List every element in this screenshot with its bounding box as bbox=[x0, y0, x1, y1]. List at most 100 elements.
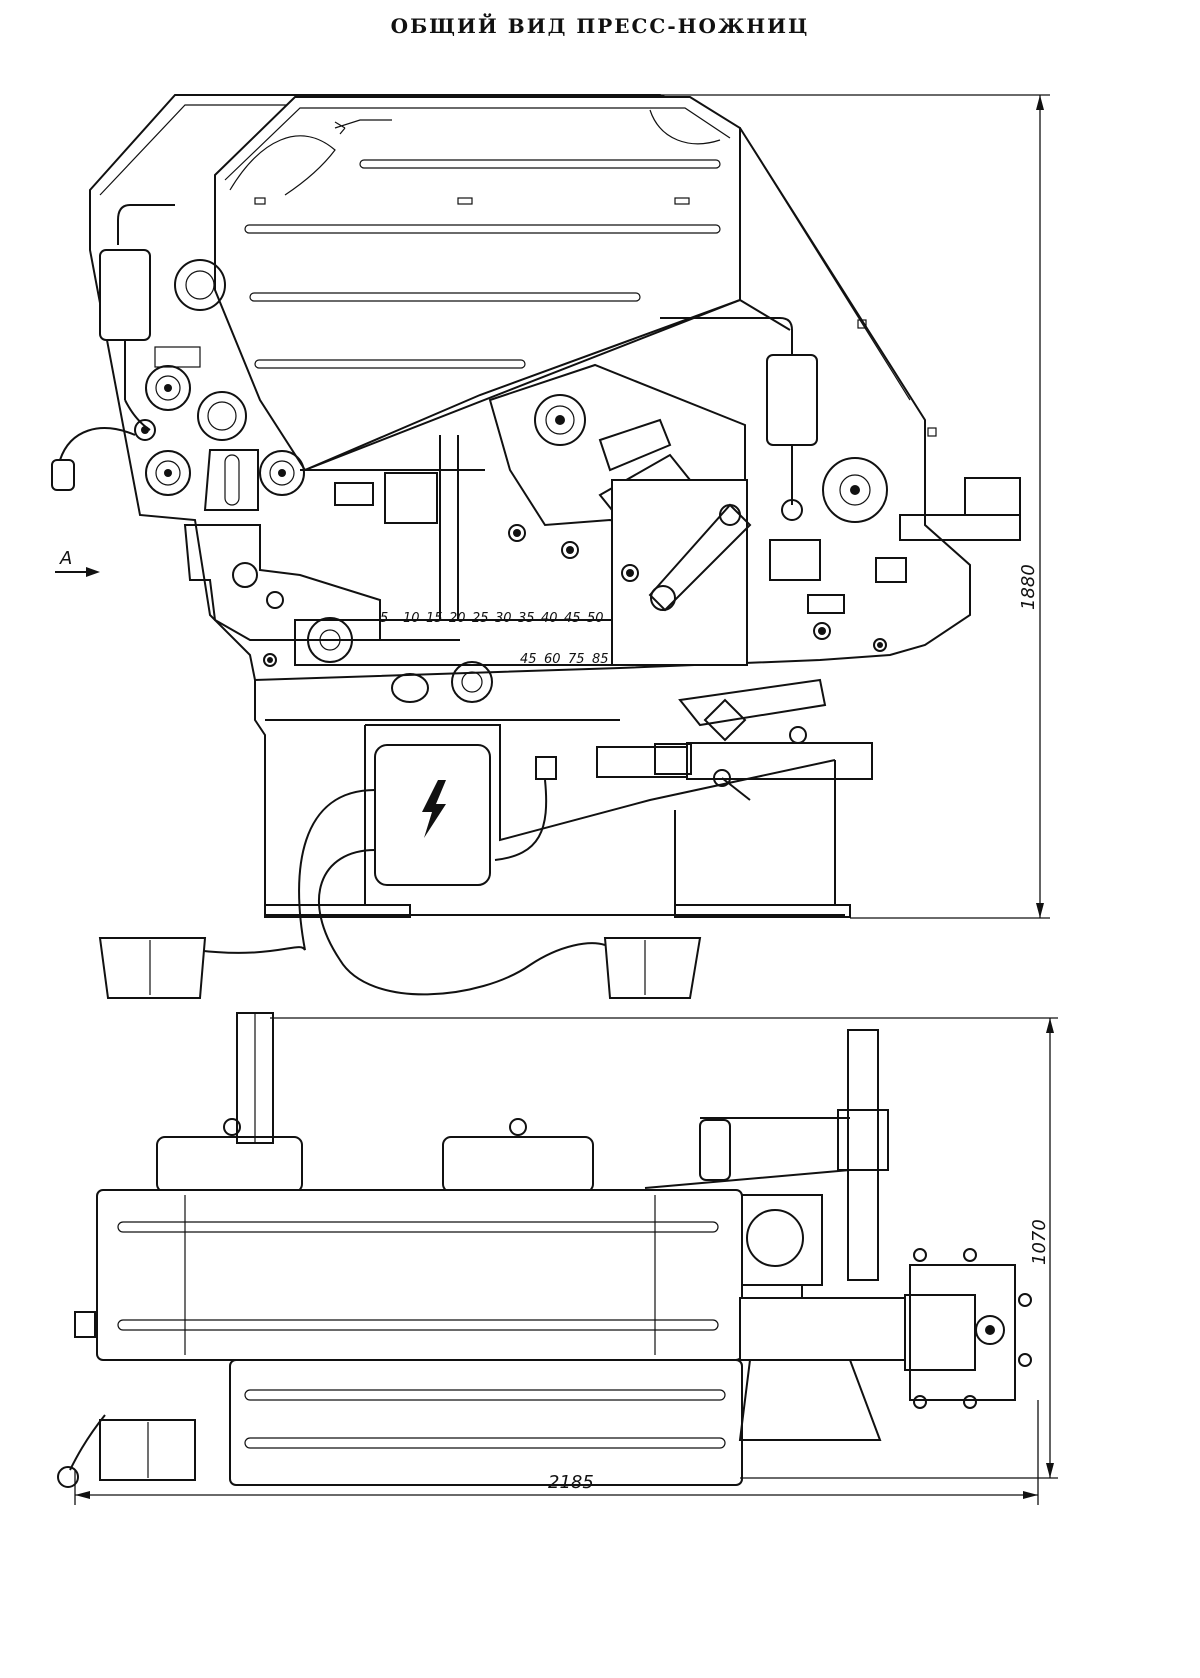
nameplate bbox=[769, 539, 821, 581]
base-foot bbox=[264, 904, 411, 918]
stop-bar bbox=[899, 514, 1021, 541]
lifting-eye bbox=[223, 1118, 241, 1136]
stop-column bbox=[847, 1029, 879, 1281]
lever-bolt bbox=[789, 726, 807, 744]
dimension-depth: 1070 bbox=[270, 1017, 1058, 1479]
control-box bbox=[535, 756, 557, 780]
cover-stripes bbox=[244, 159, 721, 369]
scale-label: 50 bbox=[587, 611, 604, 626]
clamp-head-top bbox=[904, 1294, 976, 1371]
oil-valve bbox=[781, 499, 803, 521]
clamp-handle bbox=[596, 746, 688, 778]
scale-label: 35 bbox=[518, 611, 535, 626]
arrow-right-icon-head bbox=[86, 567, 100, 577]
cover-stripe bbox=[244, 1437, 726, 1449]
foot-pedal-right bbox=[603, 937, 702, 999]
oil-pipe bbox=[124, 399, 151, 431]
rotation-arrow bbox=[334, 119, 392, 135]
dimension-height-label: 1880 bbox=[1018, 564, 1039, 610]
clamp-screw bbox=[713, 769, 731, 787]
clamp-bracket bbox=[183, 524, 381, 641]
housing-top bbox=[96, 1189, 743, 1361]
shear-link bbox=[648, 503, 752, 612]
cover-edge bbox=[224, 107, 731, 181]
cover-recess bbox=[229, 135, 336, 196]
punch-wheel-center bbox=[555, 415, 565, 425]
oil-reservoir bbox=[99, 249, 151, 341]
nameplate bbox=[875, 557, 907, 583]
gear-housing bbox=[741, 1194, 823, 1286]
scale-label: 30 bbox=[495, 611, 512, 626]
drawing-title: ОБЩИЙ ВИД ПРЕСС-НОЖНИЦ bbox=[390, 14, 810, 38]
scale-label: 40 bbox=[541, 611, 558, 626]
base-outline bbox=[254, 680, 845, 916]
scale-label: 75 bbox=[568, 652, 585, 667]
bolt-mark bbox=[927, 427, 937, 437]
nameplate bbox=[807, 594, 845, 614]
dimension-height: 1880 bbox=[660, 94, 1050, 919]
lever-bracket bbox=[678, 678, 827, 727]
lever-joint bbox=[703, 698, 747, 742]
base-gear bbox=[451, 661, 493, 703]
clamp-screw bbox=[975, 1315, 1005, 1345]
lifting-eye bbox=[509, 1118, 527, 1136]
scale-label: 10 bbox=[403, 611, 420, 626]
shear-link-pin bbox=[650, 585, 676, 611]
control-plug bbox=[51, 459, 75, 491]
sight-glass bbox=[224, 454, 240, 506]
view-label: A bbox=[59, 548, 72, 569]
foot-pedal-left bbox=[98, 937, 207, 999]
angle-scale-bottom: 45 60 75 85 bbox=[520, 652, 609, 667]
clamp-bar-top bbox=[739, 1297, 906, 1361]
control-cable bbox=[494, 779, 548, 861]
lever-housing bbox=[699, 1119, 731, 1181]
punch-arm bbox=[598, 418, 672, 472]
base-frame bbox=[365, 724, 836, 842]
clamp-pivot bbox=[266, 591, 284, 609]
scale-label: 45 bbox=[520, 652, 537, 667]
motor-housing bbox=[442, 1136, 594, 1193]
clamp-pivot bbox=[232, 562, 258, 588]
base-gear-hub bbox=[461, 671, 483, 693]
oil-pipe bbox=[660, 317, 793, 355]
clamp-bolts bbox=[913, 1248, 1032, 1409]
scale-label: 85 bbox=[592, 652, 609, 667]
clamp-screw-center bbox=[985, 1325, 995, 1335]
pipe-fitting bbox=[74, 1311, 96, 1338]
stop-clamp bbox=[964, 477, 1021, 516]
dimension-length: 2185 bbox=[74, 1400, 1039, 1505]
dimension-depth-label: 1070 bbox=[1029, 1219, 1050, 1265]
clamp-frame bbox=[909, 1264, 1016, 1401]
shear-link-pin bbox=[719, 504, 741, 526]
control-cable bbox=[59, 427, 136, 461]
stop-arm bbox=[644, 1117, 851, 1189]
nameplate bbox=[334, 482, 374, 506]
base-plate bbox=[738, 1359, 882, 1441]
frame-top-edge bbox=[304, 298, 791, 471]
scale-label: 20 bbox=[449, 611, 466, 626]
cover-stripe bbox=[244, 1389, 726, 1401]
rear-bearing-center bbox=[850, 485, 860, 495]
frame-bolts bbox=[263, 524, 887, 667]
voltage-hazard-icon bbox=[422, 780, 446, 838]
scale-label: 5 bbox=[380, 611, 388, 626]
motor-housing bbox=[156, 1136, 303, 1193]
housing-slope-line bbox=[739, 127, 911, 401]
scale-label: 60 bbox=[544, 652, 561, 667]
punch-wheel-hub bbox=[545, 405, 575, 435]
rear-bearing bbox=[822, 457, 888, 523]
valve-block bbox=[203, 449, 259, 511]
clamp-block bbox=[654, 743, 692, 775]
oil-reservoir bbox=[766, 354, 818, 446]
rear-bearing-hub bbox=[839, 474, 871, 506]
nameplate bbox=[384, 472, 438, 524]
dimension-length-label: 2185 bbox=[548, 1472, 594, 1493]
bolt-mark bbox=[857, 319, 867, 329]
pedal-cable bbox=[317, 849, 606, 996]
lower-housing bbox=[229, 1359, 743, 1486]
scale-label: 25 bbox=[472, 611, 489, 626]
base-foot bbox=[674, 904, 851, 918]
